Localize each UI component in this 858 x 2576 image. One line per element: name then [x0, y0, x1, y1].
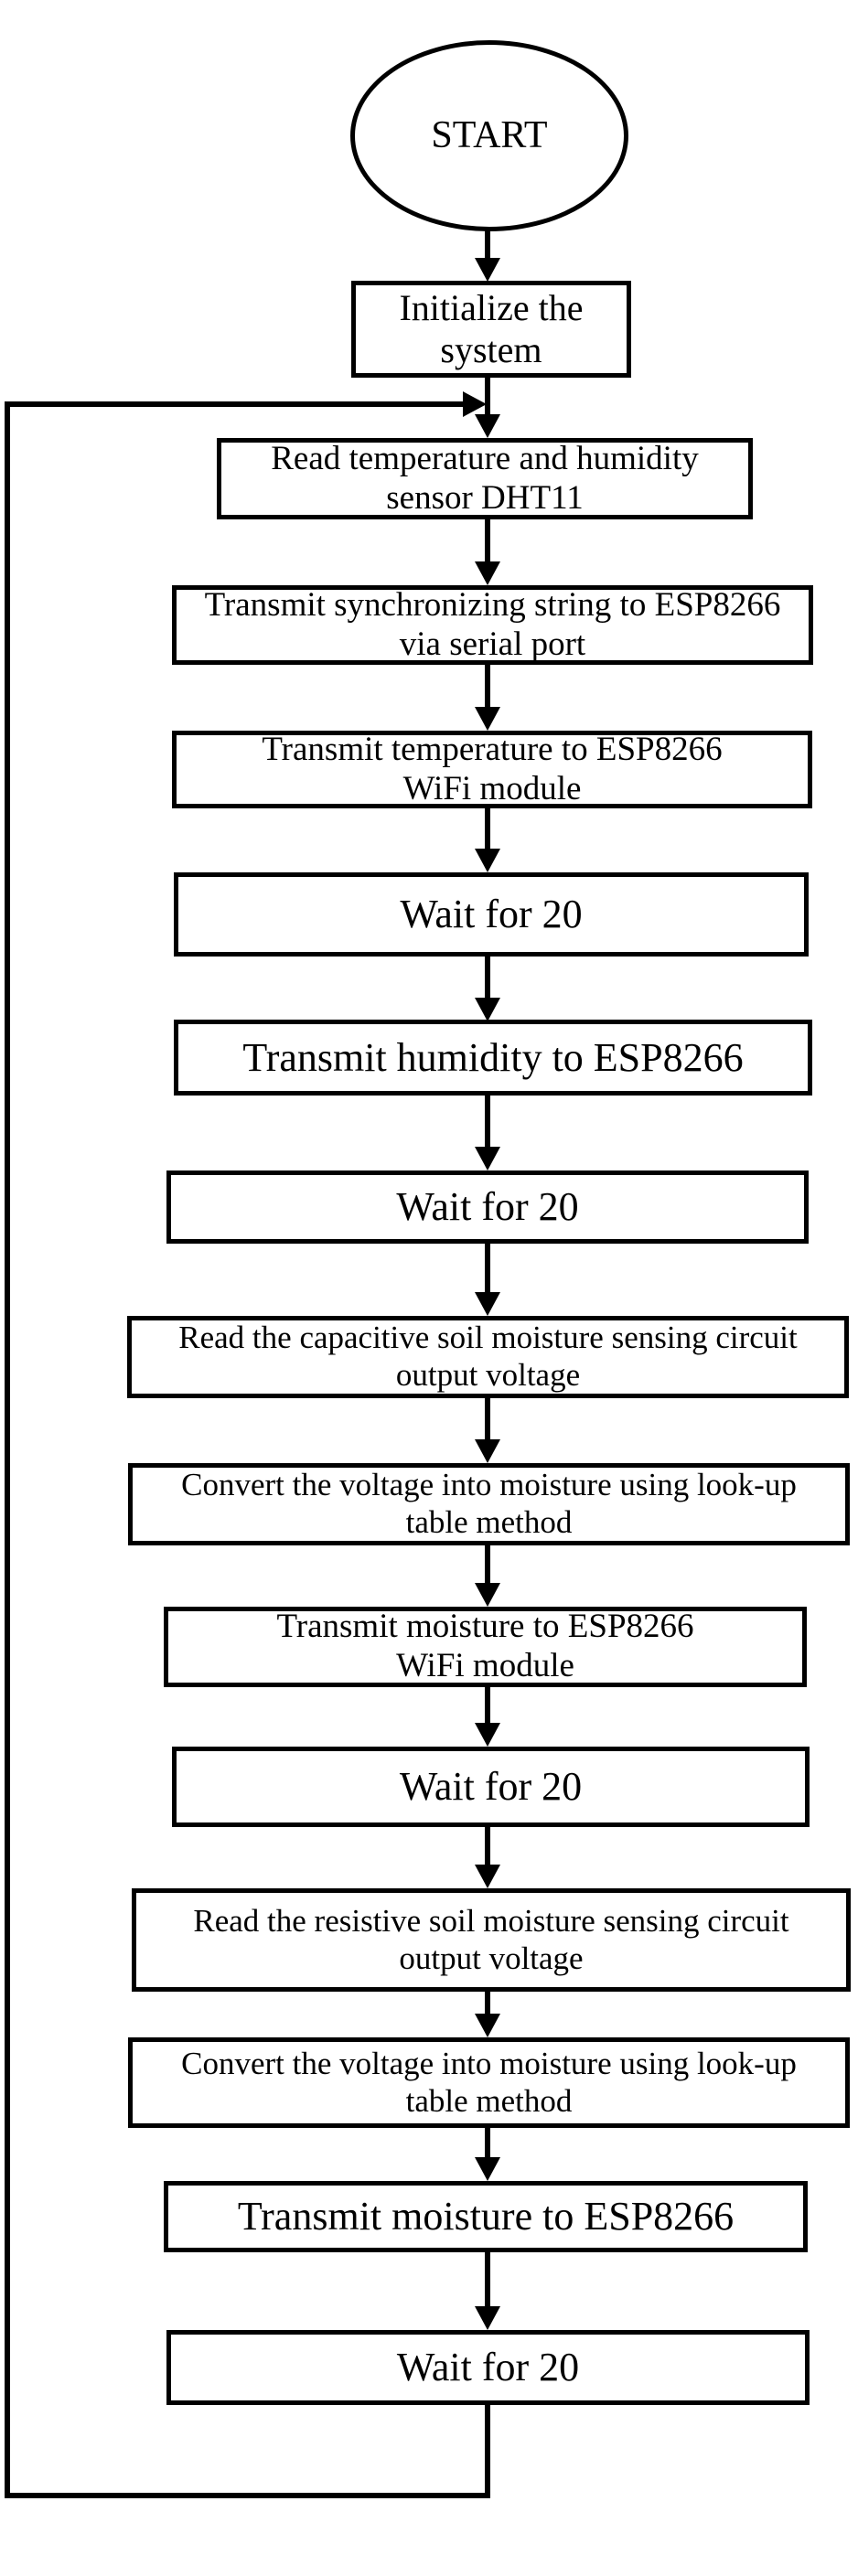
process-wait-2-label: Wait for 20	[396, 1184, 579, 1230]
process-transmit-moisture-wifi: Transmit moisture to ESP8266 WiFi module	[164, 1607, 807, 1687]
terminator-start-label: START	[431, 114, 548, 157]
process-wait-4-label: Wait for 20	[396, 2345, 580, 2390]
process-initialize-system-label: Initialize the system	[399, 286, 584, 370]
process-wait-3-label: Wait for 20	[399, 1764, 583, 1810]
process-read-capacitive-moisture-label: Read the capacitive soil moisture sensin…	[178, 1320, 798, 1393]
process-read-resistive-moisture: Read the resistive soil moisture sensing…	[132, 1888, 851, 1992]
arrowhead-sync-temp	[475, 707, 500, 731]
process-convert-voltage-2: Convert the voltage into moisture using …	[128, 2037, 850, 2128]
process-read-dht11-label: Read temperature and humidity sensor DHT…	[271, 439, 699, 517]
process-convert-voltage-1-label: Convert the voltage into moisture using …	[181, 1467, 797, 1540]
arrowhead-convert2-moisture	[475, 2157, 500, 2181]
process-transmit-temperature: Transmit temperature to ESP8266 WiFi mod…	[172, 731, 812, 808]
process-transmit-humidity: Transmit humidity to ESP8266	[174, 1020, 812, 1096]
arrowhead-moisture-wait4	[475, 2306, 500, 2330]
process-initialize-system: Initialize the system	[351, 281, 631, 378]
arrowhead-moistwifi-wait3	[475, 1723, 500, 1747]
process-transmit-temperature-label: Transmit temperature to ESP8266 WiFi mod…	[262, 730, 723, 807]
arrowhead-humidity-wait2	[475, 1147, 500, 1170]
arrowhead-wait2-capacitive	[475, 1292, 500, 1316]
process-wait-1: Wait for 20	[174, 872, 809, 957]
process-wait-2: Wait for 20	[166, 1170, 809, 1244]
arrowhead-loopback	[463, 391, 487, 417]
process-read-resistive-moisture-label: Read the resistive soil moisture sensing…	[193, 1902, 789, 1976]
arrowhead-capacitive-convert1	[475, 1439, 500, 1463]
process-transmit-sync-string-label: Transmit synchronizing string to ESP8266…	[204, 585, 781, 663]
process-transmit-sync-string: Transmit synchronizing string to ESP8266…	[172, 585, 813, 665]
arrowhead-resistive-convert2	[475, 2014, 500, 2037]
process-convert-voltage-2-label: Convert the voltage into moisture using …	[181, 2045, 797, 2119]
process-transmit-moisture-wifi-label: Transmit moisture to ESP8266 WiFi module	[276, 1608, 694, 1684]
process-convert-voltage-1: Convert the voltage into moisture using …	[128, 1463, 850, 1545]
process-wait-3: Wait for 20	[172, 1747, 810, 1827]
arrowhead-wait1-humidity	[475, 998, 500, 1021]
arrowhead-initialize-read	[475, 414, 500, 438]
terminator-start: START	[350, 40, 628, 231]
arrowhead-temp-wait1	[475, 849, 500, 872]
arrowhead-start-initialize	[475, 258, 500, 282]
process-transmit-moisture: Transmit moisture to ESP8266	[164, 2181, 808, 2252]
process-wait-1-label: Wait for 20	[400, 892, 583, 937]
process-read-capacitive-moisture: Read the capacitive soil moisture sensin…	[127, 1316, 849, 1398]
process-read-dht11: Read temperature and humidity sensor DHT…	[217, 438, 753, 519]
process-transmit-moisture-label: Transmit moisture to ESP8266	[237, 2194, 735, 2239]
arrowhead-convert1-moistwifi	[475, 1583, 500, 1607]
process-transmit-humidity-label: Transmit humidity to ESP8266	[242, 1034, 744, 1080]
process-wait-4: Wait for 20	[166, 2330, 810, 2405]
arrowhead-wait3-resistive	[475, 1865, 500, 1888]
arrowhead-read-sync	[475, 561, 500, 585]
